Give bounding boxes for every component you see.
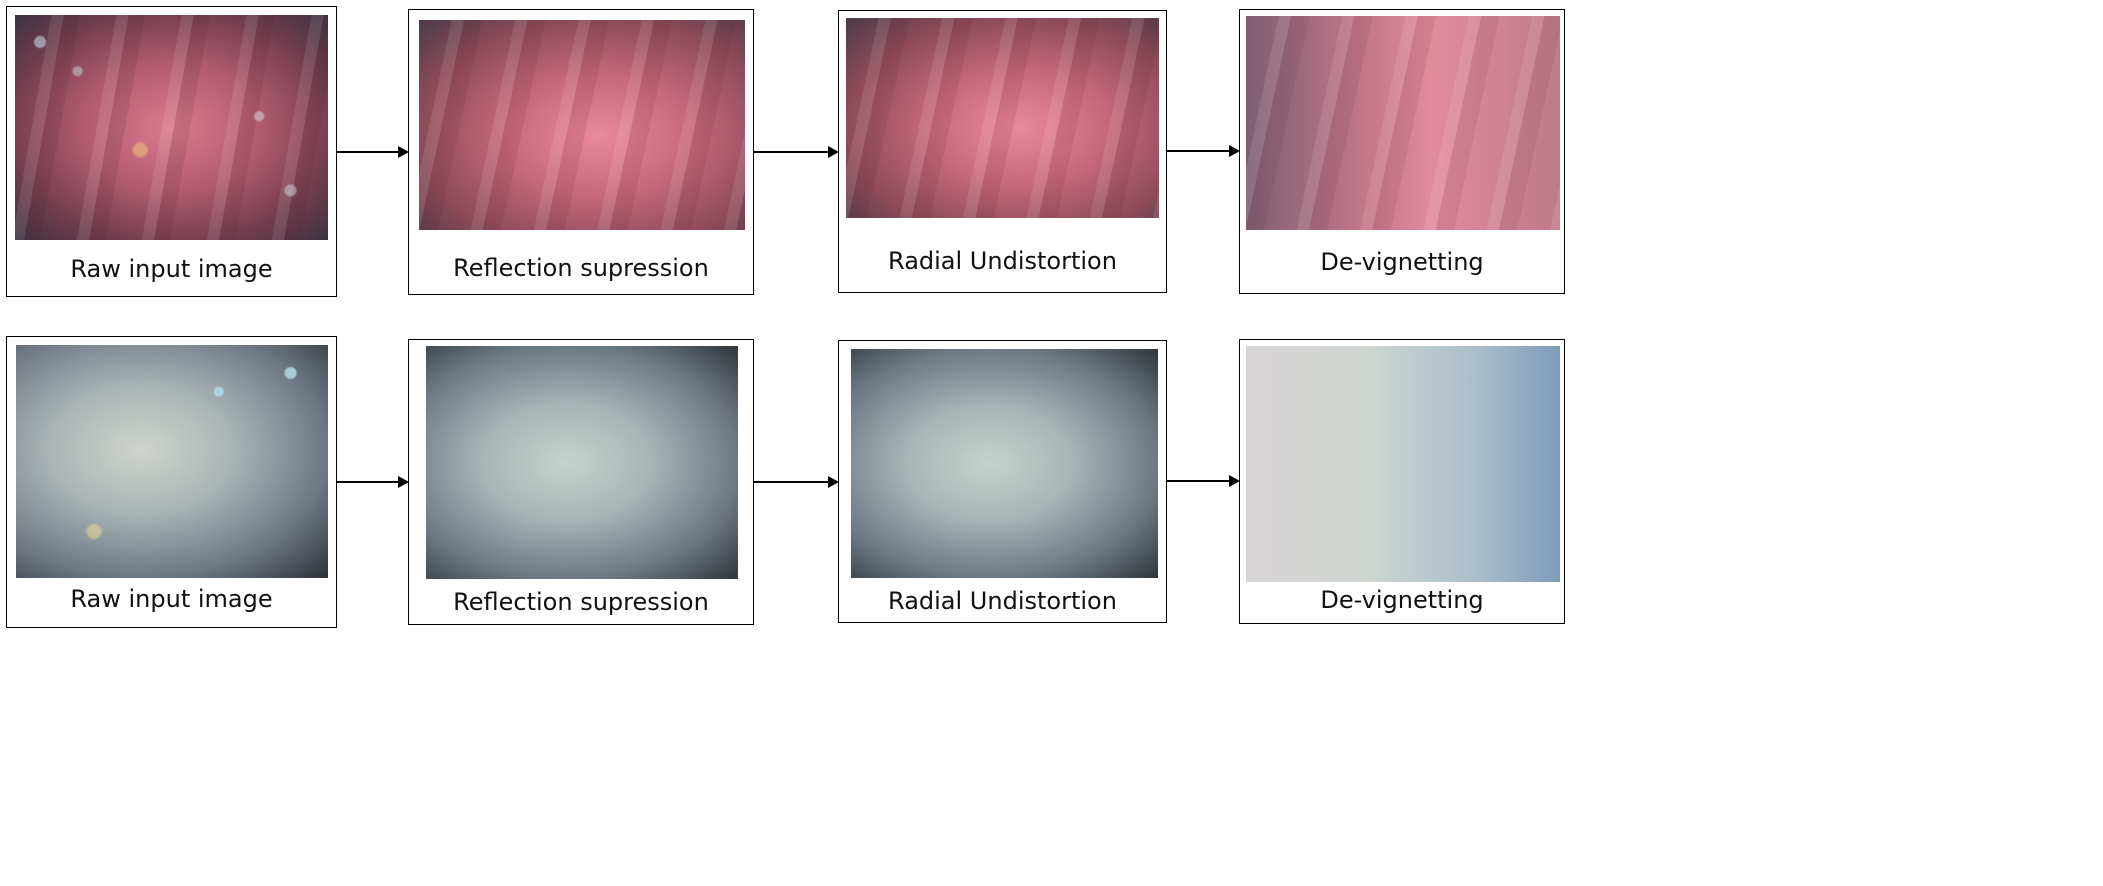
devignetted-image (1246, 16, 1560, 230)
arrow-icon (337, 146, 409, 158)
step-caption: Radial Undistortion (888, 247, 1117, 275)
raw-input-image (15, 15, 328, 240)
step-caption: Reflection supression (453, 588, 709, 616)
arrow-icon (337, 476, 409, 488)
row1-step1-panel: Raw input image (6, 6, 337, 297)
arrow-icon (1167, 145, 1240, 157)
row2-step1-panel: Raw input image (6, 336, 337, 628)
arrow-icon (754, 476, 839, 488)
row2-step3-panel: Radial Undistortion (838, 340, 1167, 623)
row2-step4-panel: De-vignetting (1239, 339, 1565, 624)
step-caption: Reflection supression (453, 254, 709, 282)
step-caption: De-vignetting (1320, 586, 1484, 614)
arrow-icon (1167, 475, 1240, 487)
step-caption: Raw input image (70, 255, 273, 283)
row1-step4-panel: De-vignetting (1239, 9, 1565, 294)
step-caption: De-vignetting (1320, 248, 1484, 276)
reflection-suppressed-image (426, 346, 738, 579)
step-caption: Raw input image (70, 585, 273, 613)
step-caption: Radial Undistortion (888, 587, 1117, 615)
devignetted-image (1246, 346, 1560, 582)
row2-step2-panel: Reflection supression (408, 339, 754, 625)
arrow-icon (754, 146, 839, 158)
radial-undistorted-image (846, 18, 1159, 218)
row1-step2-panel: Reflection supression (408, 9, 754, 295)
row1-step3-panel: Radial Undistortion (838, 10, 1167, 293)
reflection-suppressed-image (419, 20, 745, 230)
radial-undistorted-image (851, 349, 1158, 578)
raw-input-image (16, 345, 328, 578)
